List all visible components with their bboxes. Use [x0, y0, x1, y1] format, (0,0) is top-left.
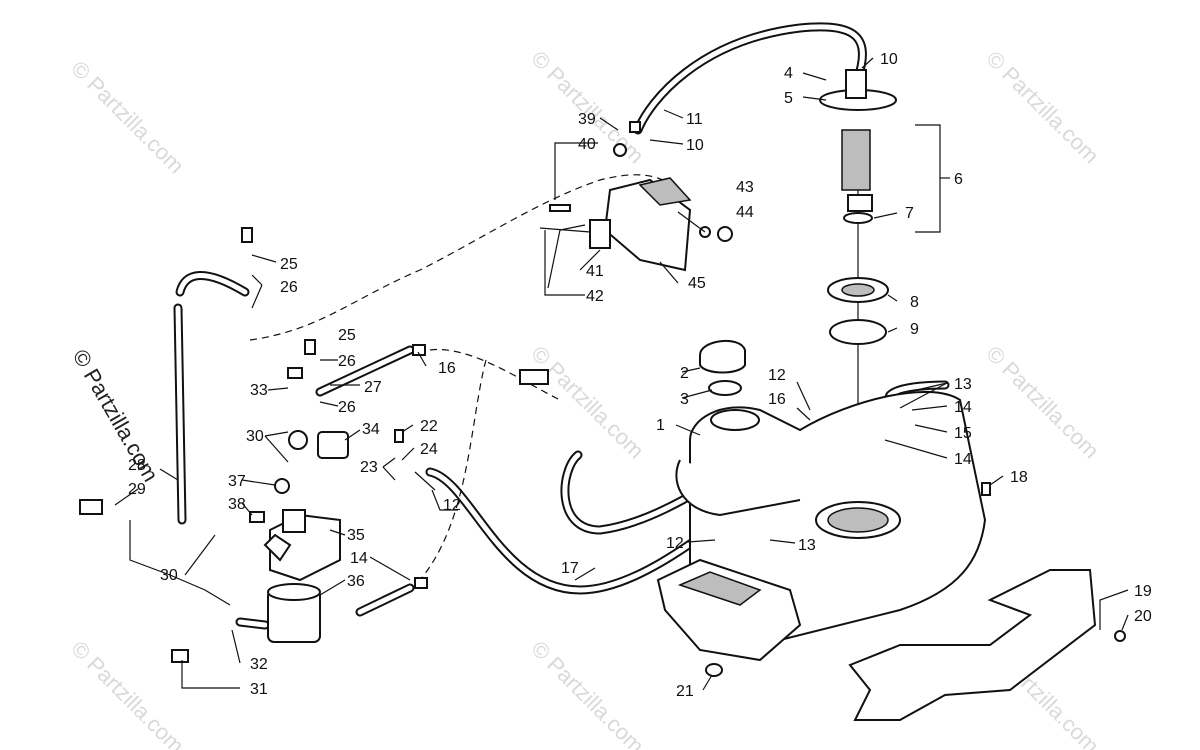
hardware-group	[79, 121, 1126, 677]
callout-25a: 25	[280, 256, 298, 273]
callout-41: 41	[586, 263, 604, 280]
callout-18: 18	[1010, 469, 1028, 486]
callout-44: 44	[736, 204, 754, 221]
callout-37: 37	[228, 473, 246, 490]
callout-14a: 14	[954, 399, 972, 416]
pump-gasket	[829, 319, 887, 345]
watermark: © Partzilla.com	[526, 341, 649, 464]
callout-4: 4	[784, 65, 793, 82]
callout-30a: 30	[246, 428, 264, 445]
callout-30b: 30	[160, 567, 178, 584]
callout-12a: 12	[768, 367, 786, 384]
callout-26a: 26	[280, 279, 298, 296]
callout-29: 29	[128, 481, 146, 498]
callout-12b: 12	[666, 535, 684, 552]
callout-3: 3	[680, 391, 689, 408]
callout-42: 42	[586, 288, 604, 305]
callout-5: 5	[784, 90, 793, 107]
callout-16a: 16	[768, 391, 786, 408]
heat-shield	[848, 569, 1097, 721]
callout-20: 20	[1134, 608, 1152, 625]
lock-ring-inner	[841, 283, 875, 297]
callout-43: 43	[736, 179, 754, 196]
callout-32: 32	[250, 656, 268, 673]
callout-24: 24	[420, 441, 438, 458]
callout-15: 15	[954, 425, 972, 442]
callout-17: 17	[561, 560, 579, 577]
watermark: © Partzilla.com	[526, 636, 649, 750]
callout-23: 23	[360, 459, 378, 476]
routing-line-lower	[419, 359, 487, 581]
callout-6: 6	[954, 171, 963, 188]
callout-8: 8	[910, 294, 919, 311]
mounting-bracket	[539, 177, 733, 272]
callout-13a: 13	[954, 376, 972, 393]
callout-12c: 12	[443, 497, 461, 514]
leader-lines	[114, 57, 1129, 691]
callout-10b: 10	[686, 137, 704, 154]
callout-7: 7	[905, 205, 914, 222]
callout-40: 40	[578, 136, 596, 153]
callout-21: 21	[676, 683, 694, 700]
callout-26b: 26	[338, 353, 356, 370]
callout-13b: 13	[798, 537, 816, 554]
callout-2: 2	[680, 365, 689, 382]
fuel-hose-11	[633, 22, 867, 135]
watermark: © Partzilla.com	[66, 636, 189, 750]
routing-line-inline	[429, 348, 561, 401]
callout-labels: 1 2 3 4 5 6 7 8 9 10 10 11 12 12 12 13 1…	[128, 51, 1152, 700]
callout-35: 35	[347, 527, 365, 544]
callout-38: 38	[228, 496, 246, 513]
routing-line-upper	[249, 174, 681, 341]
callout-14c: 14	[350, 550, 368, 567]
callout-27: 27	[364, 379, 382, 396]
watermark: © Partzilla.com	[981, 341, 1104, 464]
callout-19: 19	[1134, 583, 1152, 600]
callout-25b: 25	[338, 327, 356, 344]
callout-39: 39	[578, 111, 596, 128]
callout-33: 33	[250, 382, 268, 399]
callout-11: 11	[686, 111, 703, 128]
callout-10a: 10	[880, 51, 898, 68]
fuel-tank	[656, 390, 987, 662]
watermark: © Partzilla.com	[981, 46, 1104, 169]
callout-16b: 16	[438, 360, 456, 377]
callout-9: 9	[910, 321, 919, 338]
callout-26c: 26	[338, 399, 356, 416]
fuel-cap-gasket	[708, 380, 742, 396]
callout-28: 28	[128, 457, 146, 474]
callout-14b: 14	[954, 451, 972, 468]
fuel-cap	[699, 339, 746, 374]
watermark: © Partzilla.com	[66, 56, 189, 179]
side-watermark: © Partzilla.com	[68, 345, 164, 486]
callout-36: 36	[347, 573, 365, 590]
callout-45: 45	[688, 275, 706, 292]
leader	[547, 224, 586, 289]
callout-34: 34	[362, 421, 380, 438]
callout-31: 31	[250, 681, 268, 698]
callout-1: 1	[656, 417, 665, 434]
fuel-filter-assembly	[249, 430, 349, 643]
fuel-pump-module	[819, 69, 897, 224]
callout-22: 22	[420, 418, 438, 435]
